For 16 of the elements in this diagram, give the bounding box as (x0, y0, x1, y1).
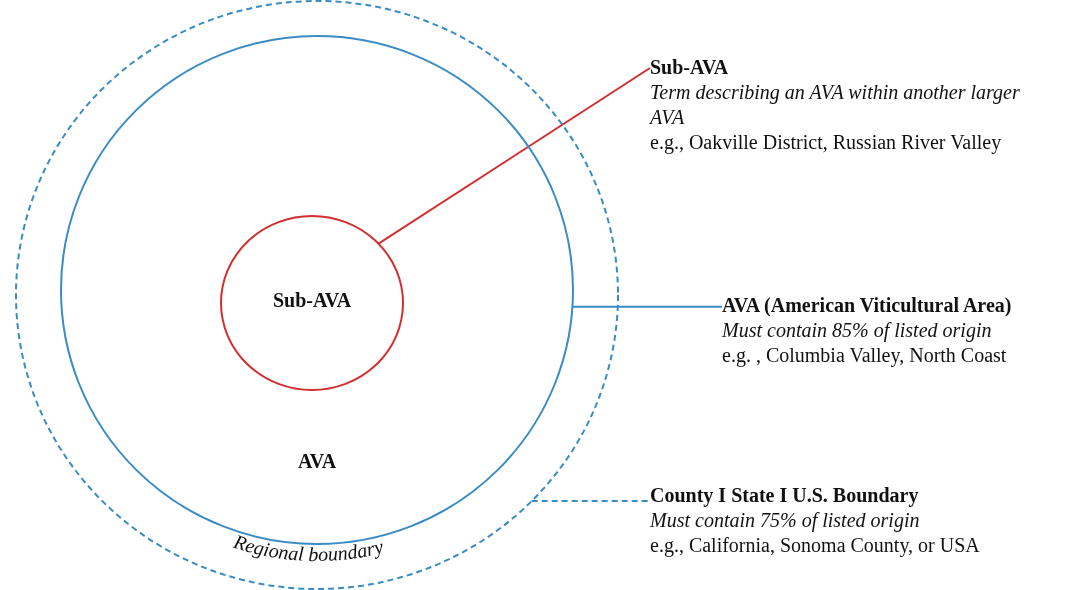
circle-label: Sub-AVA (272, 289, 352, 312)
callout-example: e.g. , Columbia Valley, North Coast (722, 343, 1007, 368)
circle-label: AVA (297, 450, 337, 473)
callout-description: Must contain 75% of listed origin (650, 508, 920, 533)
leader-line (530, 500, 651, 503)
callout-heading: AVA (American Viticultural Area) (722, 293, 1012, 318)
leader-line (571, 305, 723, 308)
callout-heading: Sub-AVA (650, 55, 729, 80)
leader-line (377, 67, 651, 245)
callout-heading: County I State I U.S. Boundary (650, 483, 919, 508)
callout-description: Must contain 85% of listed origin (722, 318, 992, 343)
boundary-label: Regional boundary (231, 530, 386, 566)
callout-example: e.g., Oakville District, Russian River Valley (650, 130, 1002, 155)
boundary-circle (15, 0, 619, 590)
sub-ava-circle (220, 215, 404, 391)
callout-example: e.g., California, Sonoma County, or USA (650, 533, 980, 558)
